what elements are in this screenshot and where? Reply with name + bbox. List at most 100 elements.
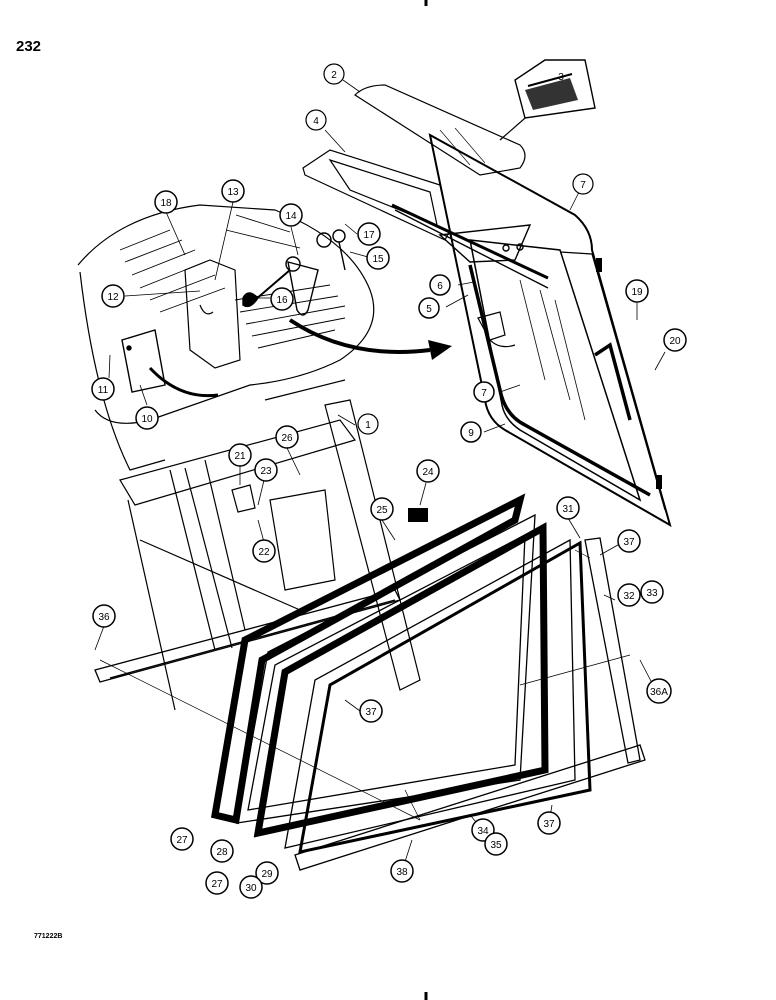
- callout-label: 1: [365, 420, 371, 431]
- hardware-bracket-21: [231, 484, 256, 513]
- callout-10: 10: [135, 406, 159, 430]
- callout-25: 25: [370, 497, 394, 521]
- callout-2: 2: [323, 63, 345, 85]
- lock-bracket: [184, 259, 241, 369]
- glass-29: [284, 538, 576, 849]
- callout-label: 20: [669, 336, 681, 347]
- callout-18: 18: [154, 190, 178, 214]
- callout-label: 18: [160, 198, 172, 209]
- callout-label: 16: [276, 295, 288, 306]
- callout-label: 12: [107, 292, 119, 303]
- callout-label: 13: [227, 187, 239, 198]
- callout-13: 13: [221, 179, 245, 203]
- callout-label: 10: [141, 414, 153, 425]
- callout-35: 35: [484, 832, 508, 856]
- callout-label: 38: [396, 867, 408, 878]
- callout-label: 35: [490, 840, 502, 851]
- door-seal: [468, 264, 651, 497]
- callout-label: 7: [580, 180, 586, 191]
- callout-32: 32: [617, 583, 641, 607]
- callout-14: 14: [279, 203, 303, 227]
- callout-11: 11: [91, 377, 115, 401]
- callout-27b: 27: [205, 871, 229, 895]
- callout-label: 14: [285, 211, 297, 222]
- callout-label: 6: [437, 281, 443, 292]
- callout-label: 23: [260, 466, 272, 477]
- callout-label: 11: [98, 385, 109, 396]
- callout-37b: 37: [359, 699, 383, 723]
- callout-37: 37: [617, 529, 641, 553]
- callout-label: 25: [376, 505, 388, 516]
- callout-29: 29: [255, 861, 279, 885]
- callout-16: 16: [270, 287, 294, 311]
- callout-36A: 36A: [646, 678, 672, 704]
- gasket-27: [210, 493, 526, 825]
- rail-32: [584, 537, 641, 764]
- callout-20: 20: [663, 328, 687, 352]
- page-number: 232: [16, 38, 42, 55]
- callout-23: 23: [254, 458, 278, 482]
- callout-8: 7: [473, 381, 495, 403]
- door-handle: [477, 311, 516, 348]
- callout-17: 17: [357, 222, 381, 246]
- callout-label: 37: [543, 819, 555, 830]
- callout-label: 5: [426, 304, 432, 315]
- callout-label: 37: [623, 537, 635, 548]
- callout-label: 15: [372, 254, 384, 265]
- door-glass: [519, 279, 586, 421]
- latch-assembly: [121, 329, 219, 398]
- callout-label: 36A: [650, 687, 668, 698]
- callout-label: 31: [562, 504, 574, 515]
- callout-label: 28: [216, 847, 228, 858]
- callout-label: 7: [481, 388, 487, 399]
- callout-label: 21: [234, 451, 246, 462]
- lock-handle: [242, 256, 319, 316]
- window-glass-top: [354, 84, 526, 176]
- callout-label: 30: [245, 883, 257, 894]
- callout-1: 1: [357, 413, 379, 435]
- callout-37c: 37: [537, 811, 561, 835]
- gasket-27b: [253, 522, 549, 838]
- callout-label: 2: [331, 70, 337, 81]
- callout-36: 36: [92, 604, 116, 628]
- callout-31: 31: [556, 496, 580, 520]
- callout-38: 38: [390, 859, 414, 883]
- key: [316, 229, 346, 271]
- callout-12: 12: [101, 284, 125, 308]
- rail-36: [94, 589, 401, 683]
- callout-21: 21: [228, 443, 252, 467]
- callout-24: 24: [416, 459, 440, 483]
- callout-5: 5: [418, 297, 440, 319]
- callout-label: 34: [477, 826, 489, 837]
- callout-28: 28: [210, 839, 234, 863]
- callout-label: 29: [261, 869, 273, 880]
- callout-4: 4: [305, 109, 327, 131]
- callout-3: 3: [558, 72, 564, 83]
- callout-label: 3: [558, 72, 564, 83]
- callout-label: 26: [281, 433, 293, 444]
- rail-34: [294, 744, 646, 871]
- cover-plate-26: [269, 489, 336, 591]
- door-frame: [428, 133, 672, 528]
- callout-label: 27: [211, 879, 223, 890]
- callout-label: 19: [631, 287, 643, 298]
- frame-31: [298, 540, 592, 854]
- callout-label: 36: [98, 612, 110, 623]
- callout-22: 22: [252, 539, 276, 563]
- leader-lines: [99, 549, 631, 821]
- callout-leaders: [94, 79, 666, 872]
- seal-detail-inset: [499, 59, 596, 141]
- callout-label: 17: [363, 230, 375, 241]
- callout-26: 26: [275, 425, 299, 449]
- assembly-arrow: [288, 318, 431, 354]
- callout-7: 7: [572, 173, 594, 195]
- assembly-arrow-head: [428, 340, 452, 360]
- callout-9: 9: [460, 421, 482, 443]
- callout-label: 4: [313, 116, 319, 127]
- callout-30: 30: [239, 875, 263, 899]
- callout-label: 37: [365, 707, 377, 718]
- window-frame: [302, 149, 451, 241]
- callout-label: 24: [422, 467, 434, 478]
- callout-27: 27: [170, 827, 194, 851]
